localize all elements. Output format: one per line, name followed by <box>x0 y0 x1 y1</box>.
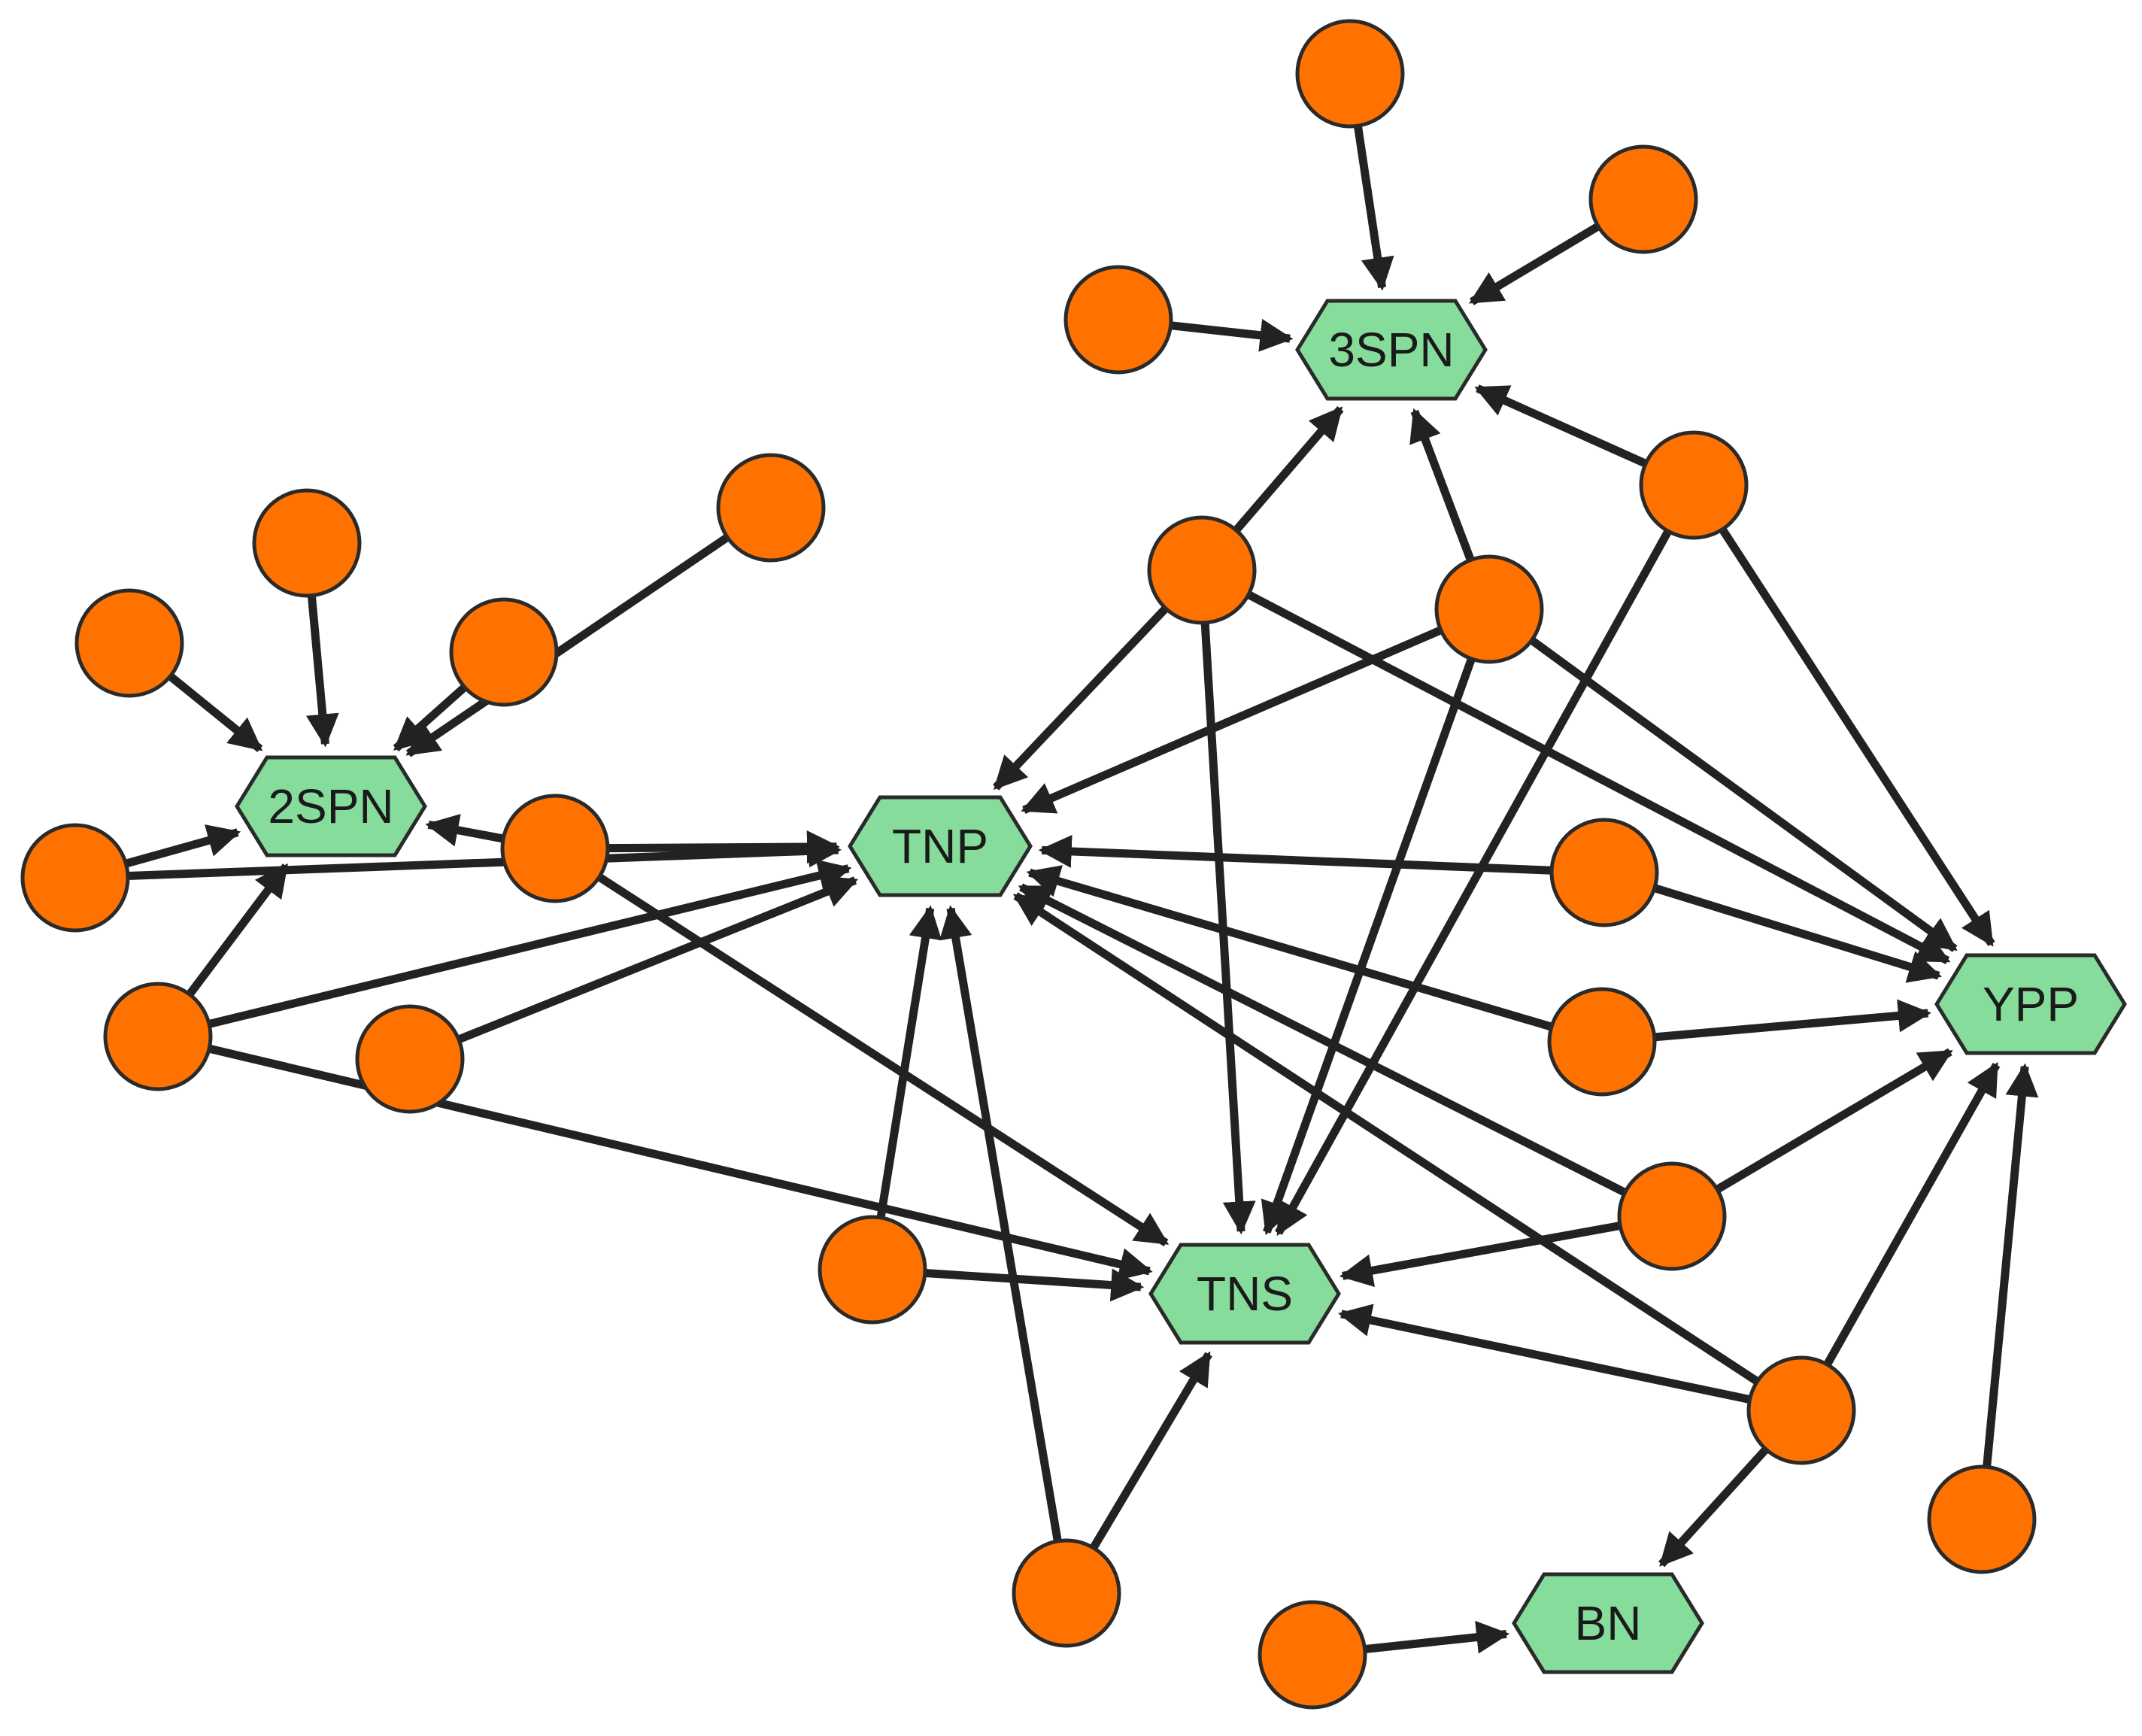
source-node-s21 <box>1927 1464 2037 1574</box>
source-node-s10 <box>449 597 559 707</box>
hub-shape-ypp <box>1934 953 2127 1055</box>
hub-shape-3spn <box>1295 299 1488 401</box>
edge-s17-to-tns <box>1339 1222 1622 1287</box>
edge-s15-to-tnp <box>1038 834 1552 875</box>
edge-s20-to-tnp <box>1012 892 1760 1385</box>
hub-label-2spn: 2SPN <box>268 779 393 833</box>
edge-s14-to-tnp <box>457 876 859 1044</box>
hub-shape-tnp <box>848 795 1033 897</box>
edge-s12-to-2spn <box>425 814 505 847</box>
edge-s11-to-2spn <box>124 824 241 868</box>
hub-label-bn: BN <box>1575 1596 1642 1650</box>
edge-s19-to-tnp <box>939 905 1062 1542</box>
edge-s13-to-tnp <box>208 859 852 1028</box>
edge-s19-to-tns <box>1090 1351 1212 1550</box>
source-node-s16 <box>1547 987 1657 1097</box>
source-node-s4 <box>1147 515 1257 625</box>
hub-node-tns: TNS <box>1148 1243 1341 1345</box>
hubs-layer: 2SPN 3SPN TNP TNS YPP BN <box>235 299 2127 1674</box>
source-node-s20 <box>1746 1355 1856 1465</box>
nodes-layer <box>20 19 2037 1710</box>
edge-s21-to-ypp <box>1983 1063 2039 1467</box>
edge-s5-to-tns <box>1261 657 1476 1236</box>
edge-s4-to-3spn <box>1233 406 1344 533</box>
edge-s6-to-3spn <box>1474 384 1648 468</box>
source-node-s18 <box>818 1215 927 1325</box>
edge-s5-to-3spn <box>1409 408 1475 562</box>
edge-s11-to-tnp <box>127 834 842 880</box>
hub-shape-2spn <box>235 755 427 857</box>
edges-layer <box>124 125 2039 1654</box>
source-node-s11 <box>20 823 130 933</box>
edge-s12-to-tnp <box>607 830 840 864</box>
source-node-s1 <box>1295 19 1405 129</box>
edge-s15-to-ypp <box>1653 884 1942 983</box>
source-node-s8 <box>252 488 362 598</box>
hub-label-tns: TNS <box>1197 1267 1293 1321</box>
edge-s7-to-2spn <box>405 533 730 757</box>
edge-s2-to-3spn <box>1469 223 1600 305</box>
source-node-s9 <box>74 588 184 698</box>
hub-node-tnp: TNP <box>848 795 1033 897</box>
source-node-s22 <box>1258 1600 1367 1710</box>
source-node-s15 <box>1549 818 1659 927</box>
source-node-s12 <box>500 794 610 903</box>
hub-node-ypp: YPP <box>1934 953 2127 1055</box>
edge-s9-to-2spn <box>167 672 263 752</box>
source-node-s2 <box>1588 144 1698 254</box>
hub-node-2spn: 2SPN <box>235 755 427 857</box>
edge-s16-to-ypp <box>1654 999 1931 1042</box>
hub-shape-tns <box>1148 1243 1341 1345</box>
edge-s5-to-tnp <box>1021 626 1443 815</box>
source-node-s7 <box>716 453 826 563</box>
edge-s17-to-tnp <box>1018 883 1628 1197</box>
edge-s4-to-tnp <box>993 605 1169 791</box>
edge-s13-to-2spn <box>186 863 290 997</box>
source-node-s13 <box>103 982 213 1091</box>
edge-s20-to-bn <box>1658 1446 1770 1568</box>
edge-s1-to-3spn <box>1353 125 1394 291</box>
hub-label-3spn: 3SPN <box>1328 323 1454 377</box>
edge-s8-to-2spn <box>305 595 339 748</box>
edge-s18-to-tns <box>924 1268 1145 1302</box>
hub-label-ypp: YPP <box>1983 977 2079 1031</box>
edge-s4-to-ypp <box>1246 590 1951 965</box>
edge-s10-to-2spn <box>393 684 468 752</box>
edge-s3-to-3spn <box>1170 318 1294 352</box>
edge-s22-to-bn <box>1364 1620 1510 1654</box>
edge-s6-to-ypp <box>1719 527 1995 947</box>
edge-s16-to-tnp <box>1026 865 1553 1031</box>
source-node-s19 <box>1012 1538 1121 1648</box>
edge-s20-to-tns <box>1338 1304 1751 1404</box>
edge-s17-to-ypp <box>1715 1048 1953 1194</box>
source-node-s3 <box>1063 265 1173 375</box>
edge-s18-to-tnp <box>876 905 942 1219</box>
hub-shape-bn <box>1512 1572 1704 1674</box>
edge-s12-to-tns <box>596 873 1170 1247</box>
source-node-s5 <box>1434 554 1544 664</box>
hub-node-3spn: 3SPN <box>1295 299 1488 401</box>
hub-node-bn: BN <box>1512 1572 1704 1674</box>
edge-s6-to-tns <box>1275 529 1672 1237</box>
hub-label-tnp: TNP <box>892 819 988 873</box>
edge-s20-to-ypp <box>1823 1061 2001 1367</box>
edge-s5-to-ypp <box>1529 636 1958 952</box>
source-node-s14 <box>355 1004 465 1114</box>
source-node-s6 <box>1639 430 1749 540</box>
source-node-s17 <box>1617 1161 1727 1271</box>
